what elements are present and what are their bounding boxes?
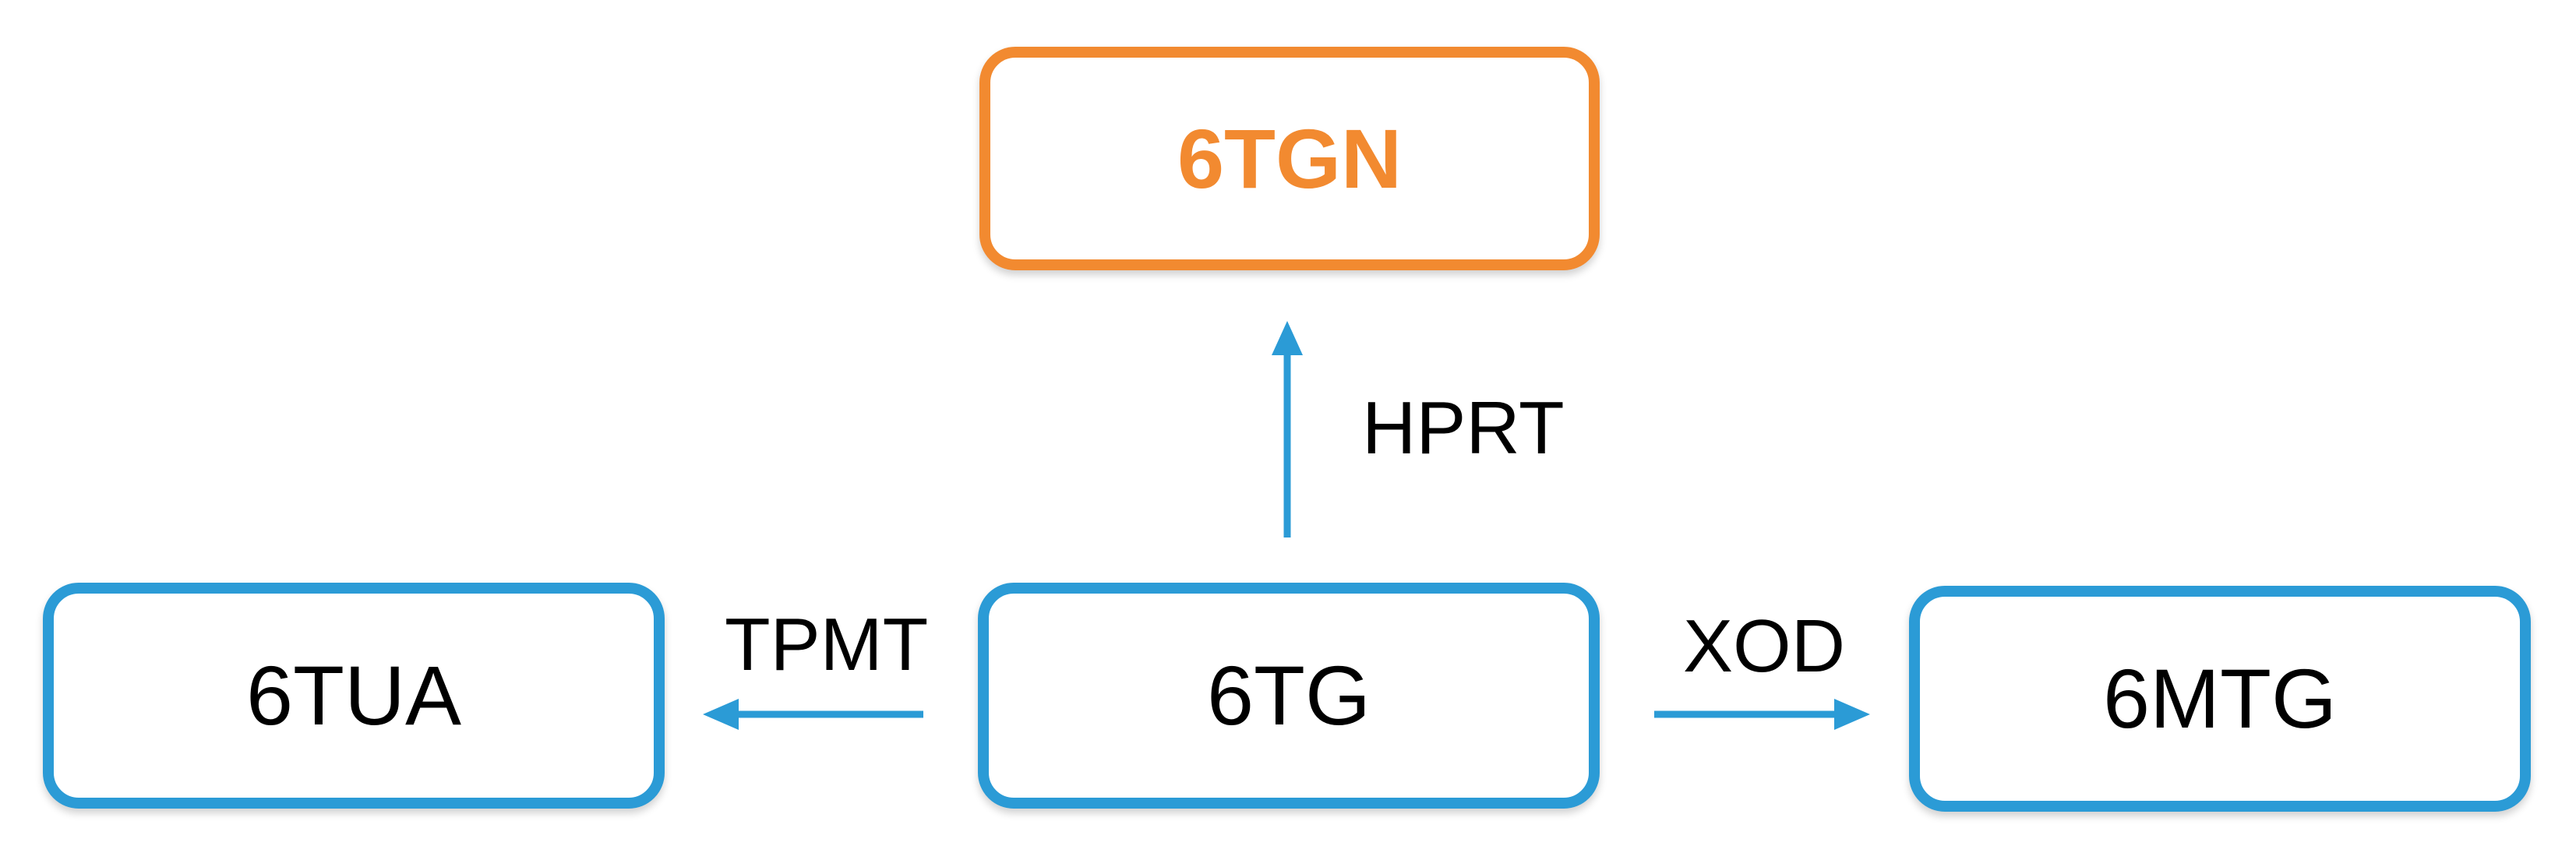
- node-6tg-label: 6TG: [1206, 648, 1371, 742]
- node-6tua-label: 6TUA: [245, 648, 462, 742]
- node-6tgn: 6TGN: [979, 47, 1600, 270]
- arrow-xod: [1654, 699, 1870, 730]
- node-6tgn-label: 6TGN: [1177, 111, 1403, 206]
- edge-label-xod: XOD: [1683, 604, 1846, 688]
- edge-label-hprt: HPRT: [1362, 386, 1565, 470]
- edge-label-tpmt: TPMT: [725, 603, 929, 686]
- arrow-hprt: [1272, 321, 1303, 538]
- node-6tg: 6TG: [978, 583, 1600, 809]
- arrow-tpmt: [703, 699, 923, 730]
- node-6mtg: 6MTG: [1909, 586, 2531, 812]
- node-6mtg-label: 6MTG: [2102, 651, 2337, 745]
- node-6tua: 6TUA: [43, 583, 665, 809]
